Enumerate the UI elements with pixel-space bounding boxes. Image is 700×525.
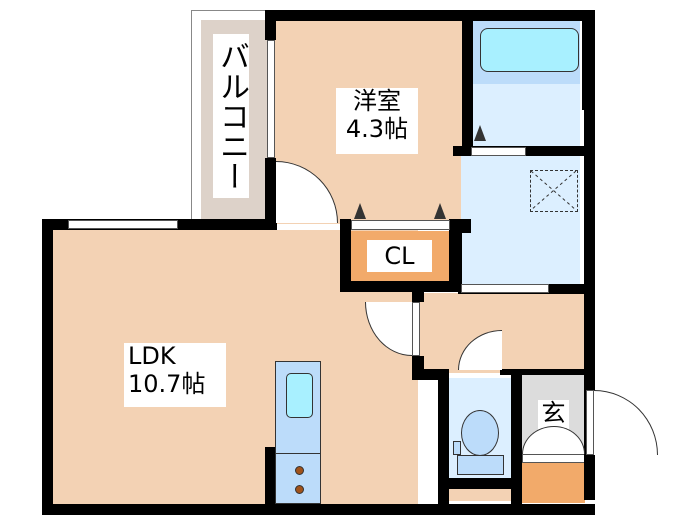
wall [42,504,595,515]
door-ldk-hall-leaf [412,302,420,356]
ldk-label: LDK 10.7帖 [124,342,226,407]
closet-label: CL [367,240,432,272]
bath-door-strip [471,147,526,156]
bathtub [480,28,579,72]
door-entrance-leaf [586,390,594,455]
window-ldk-top [68,220,178,229]
hallway-floor [424,293,587,373]
wall [449,478,511,489]
stove-burner-icon [295,466,304,475]
folding-door-marker-icon [434,203,446,219]
bathroom-wet-floor [472,84,580,146]
kitchen-sink [286,373,313,418]
wall [458,219,471,233]
wall [438,369,449,515]
shoe-closet [522,463,585,503]
wall [412,284,424,302]
wall [500,369,585,375]
wall [340,281,462,292]
closet-door-strip [351,220,450,230]
toilet-tank-icon [457,455,504,475]
ldk-name: LDK [128,342,176,370]
western-room-label: 洋室 4.3帖 [336,87,418,154]
kitchen-divider [275,453,321,454]
western-room-name: 洋室 [353,87,401,115]
toilet-lower-strip [449,489,511,501]
wall [265,447,275,507]
balcony-label: バルコニー [213,34,249,198]
shoe-closet-edge [522,454,585,463]
folding-door-marker-icon [354,203,366,219]
wall [42,219,53,515]
door-entrance[interactable] [594,390,658,455]
ldk-size: 10.7帖 [128,369,206,398]
window-washroom [461,284,549,293]
window-balcony [267,40,275,158]
wall [265,158,276,230]
wall [412,369,442,380]
western-room-size: 4.3帖 [345,114,409,143]
wall [265,10,595,21]
wall [449,219,462,292]
wall [511,369,522,515]
stove-burner-icon [295,485,304,494]
washing-machine-space [530,170,578,212]
toilet-handle-icon [453,441,461,455]
wall [462,10,473,150]
wall [340,219,351,292]
toilet-bowl-icon [461,410,499,456]
washroom-floor [461,156,580,284]
genkan-label: 玄 [538,399,569,430]
wall [265,10,276,40]
wall [584,10,595,500]
folding-door-marker-icon [474,125,486,141]
